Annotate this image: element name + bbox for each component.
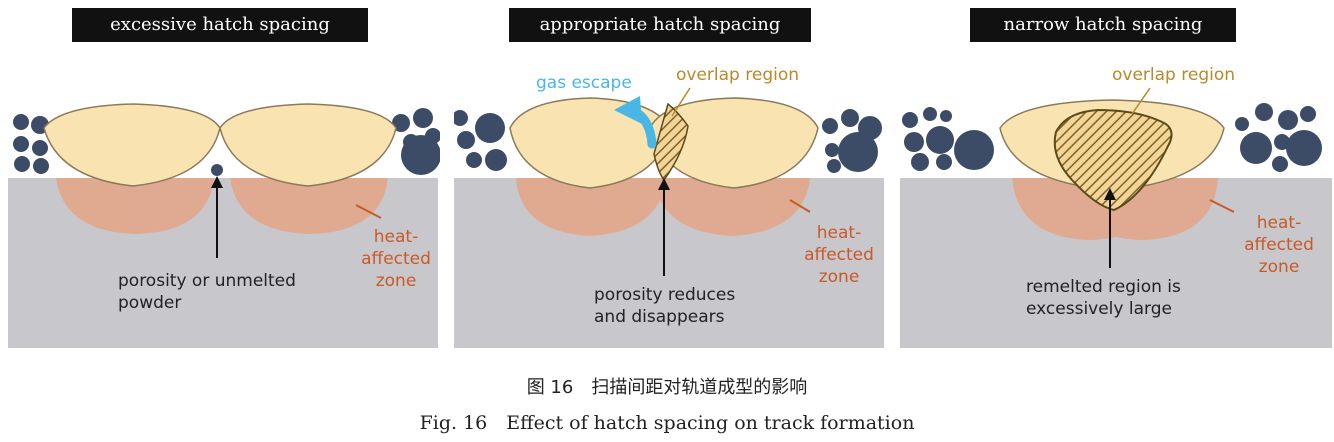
haz-label-line: zone [818, 267, 860, 287]
haz-label-line: heat- [816, 223, 862, 243]
powder-right [1235, 103, 1322, 172]
porosity-label-line: and disappears [594, 307, 725, 327]
melt-tracks [509, 97, 819, 189]
panel-narrow-diagram [900, 87, 1332, 348]
gas-escape-label: gas escape [536, 73, 632, 93]
remelted-label: remelted region is excessively large [1026, 276, 1181, 320]
porosity-label: porosity or unmelted powder [118, 270, 296, 314]
overlap-leader [1131, 87, 1151, 115]
porosity-arrow-head [658, 178, 670, 190]
haz-label-line: zone [375, 271, 417, 291]
haz-label: heat- affected zone [796, 222, 882, 288]
haz-leader [1209, 199, 1235, 213]
figure-caption-chinese: 图 16 扫描间距对轨道成型的影响 [526, 377, 808, 398]
pore [211, 164, 223, 176]
panel-title: narrow hatch spacing [970, 8, 1236, 42]
porosity-label-line: porosity reduces [594, 285, 736, 305]
remelted-label-line: excessively large [1026, 299, 1172, 319]
panel-title: appropriate hatch spacing [509, 8, 811, 42]
overlap-region [1053, 108, 1173, 212]
porosity-arrow-head [211, 176, 223, 188]
haz-label-line: heat- [1256, 213, 1302, 233]
panel-title: excessive hatch spacing [72, 8, 368, 42]
haz-label-line: affected [361, 249, 431, 269]
haz-leader [789, 199, 811, 213]
powder-right [392, 108, 440, 175]
heat-affected-zones [56, 178, 388, 234]
haz-label-line: affected [804, 245, 874, 265]
remelted-arrow-head [1104, 188, 1116, 200]
powder-left [454, 110, 507, 171]
powder-right [822, 109, 882, 173]
overlap-leader [671, 87, 691, 117]
porosity-label-line: porosity or unmelted [118, 271, 296, 291]
haz-label-line: zone [1258, 257, 1300, 277]
haz-label-line: affected [1244, 235, 1314, 255]
powder-left [902, 107, 994, 171]
porosity-label: porosity reduces and disappears [594, 284, 735, 328]
haz-label: heat- affected zone [1230, 212, 1328, 278]
panel-excessive: excessive hatch spacing porosity or unme… [8, 0, 440, 350]
haz-label-line: heat- [373, 227, 419, 247]
remelted-label-line: remelted region is [1026, 277, 1181, 297]
overlap-label: overlap region [676, 65, 800, 85]
overlap-label: overlap region [1112, 65, 1236, 85]
haz-leader [355, 204, 382, 219]
powder-left [13, 114, 49, 174]
panel-appropriate-diagram [454, 87, 884, 348]
gas-escape-arrow-head [614, 96, 642, 124]
porosity-label-line: powder [118, 293, 182, 313]
panel-excessive-diagram [8, 103, 440, 348]
heat-affected-zones [516, 178, 810, 236]
panel-appropriate: appropriate hatch spacing gas escape ove… [454, 0, 886, 350]
figure-caption-english: Fig. 16 Effect of hatch spacing on track… [419, 412, 915, 434]
haz-label: heat- affected zone [354, 226, 438, 292]
panel-narrow: narrow hatch spacing overlap region reme… [900, 0, 1332, 350]
melt-tracks [43, 103, 397, 187]
